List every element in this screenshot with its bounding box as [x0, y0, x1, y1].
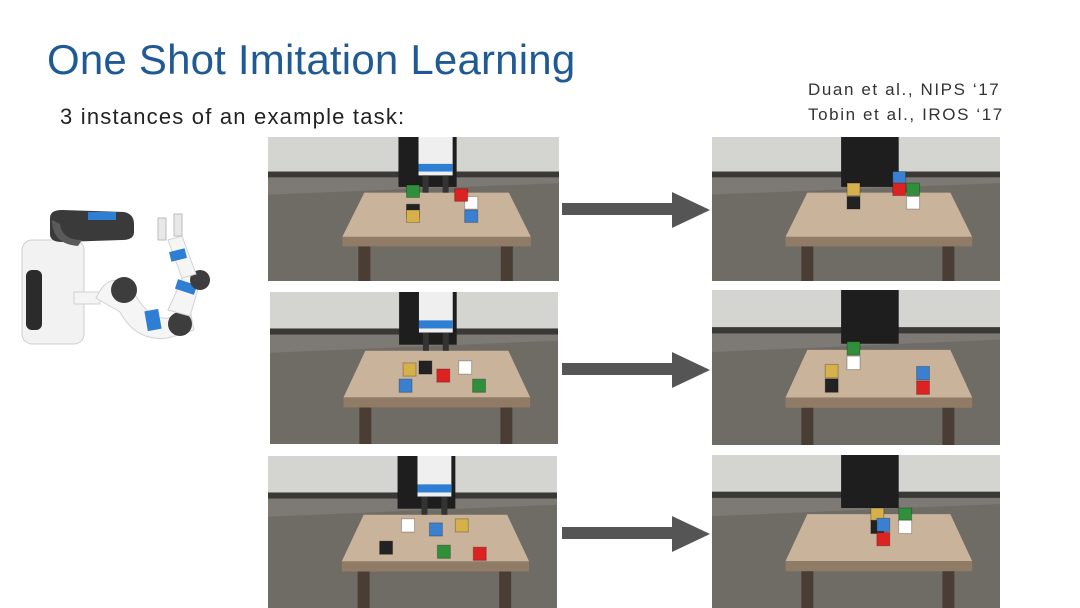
demo-2-end-photo: [712, 290, 1000, 445]
right-arrow-icon: [560, 514, 712, 559]
slide-title: One Shot Imitation Learning: [47, 36, 576, 83]
demo-1-start-photo: [268, 137, 559, 281]
demo-1-end-photo: [712, 137, 1000, 281]
right-arrow-icon: [560, 350, 712, 395]
reference-tobin: Tobin et al., IROS ‘17: [808, 105, 1004, 124]
slide-subtitle: 3 instances of an example task:: [60, 104, 406, 129]
right-arrow-icon: [560, 190, 712, 235]
reference-duan: Duan et al., NIPS ‘17: [808, 80, 1001, 99]
references: Duan et al., NIPS ‘17 Tobin et al., IROS…: [808, 77, 1004, 127]
robot-arm-icon: [18, 200, 218, 348]
demo-3-start-photo: [268, 456, 557, 608]
demo-2-start-photo: [270, 292, 558, 444]
demo-3-end-photo: [712, 455, 1000, 608]
